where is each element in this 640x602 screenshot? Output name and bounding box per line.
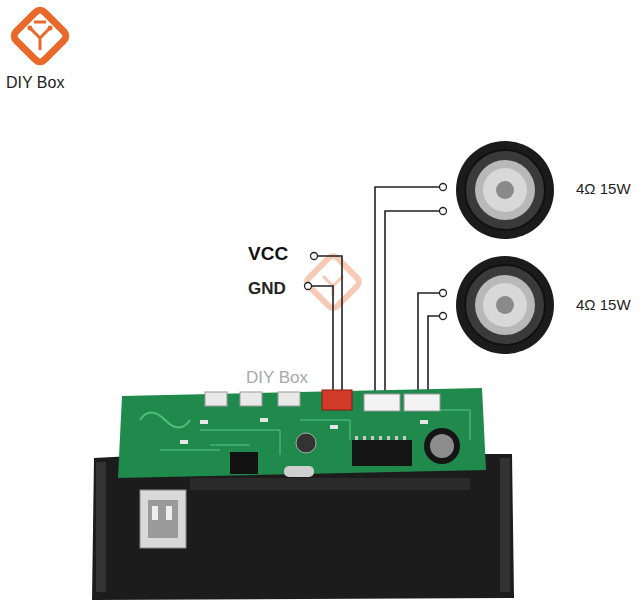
- logo-mark: [12, 8, 69, 65]
- logo-text: DIY Box: [6, 74, 64, 92]
- watermark: DIY Box: [244, 368, 310, 388]
- speaker-top: [456, 141, 554, 239]
- wires: [312, 187, 439, 394]
- pin-label: GND: [248, 279, 286, 299]
- usb-port: [140, 490, 186, 548]
- front-slot: [190, 478, 470, 490]
- speaker-rating: 4Ω 15W: [576, 180, 631, 197]
- pcb: [118, 388, 486, 478]
- terminals: [305, 184, 447, 320]
- speaker-rating: 4Ω 15W: [576, 296, 631, 313]
- pin-label: VCC: [248, 243, 288, 265]
- speaker-bottom: [456, 256, 554, 354]
